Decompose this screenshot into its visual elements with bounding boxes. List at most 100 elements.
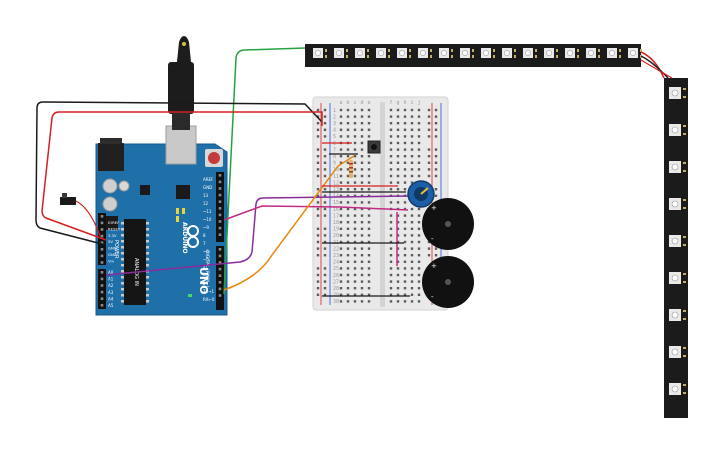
breadboard-row-number: 20 (333, 233, 339, 239)
rail-hole (434, 168, 438, 171)
slide-switch[interactable] (60, 193, 76, 205)
breadboard-hole (403, 247, 407, 250)
wire-power-red (41, 111, 323, 241)
breadboard-hole (403, 122, 407, 125)
header-pin[interactable] (100, 221, 104, 225)
buzzer-2-hole (445, 279, 451, 285)
header-pin[interactable] (100, 271, 104, 274)
header-pin[interactable] (218, 281, 222, 284)
breadboard-hole (346, 181, 350, 184)
header-pin[interactable] (100, 228, 104, 231)
header-pin[interactable] (218, 213, 222, 217)
breadboard-hole (403, 115, 407, 118)
header-pin[interactable] (100, 290, 104, 294)
rail-hole (434, 155, 438, 158)
breadboard-hole (346, 161, 350, 164)
header-pin[interactable] (218, 193, 222, 197)
breadboard-hole (403, 141, 407, 145)
header-pin[interactable] (218, 207, 222, 210)
breadboard-hole (360, 155, 364, 158)
header-pin[interactable] (218, 187, 222, 190)
header-pin[interactable] (218, 254, 222, 258)
header-pin[interactable] (100, 297, 104, 300)
breadboard-hole (410, 247, 414, 250)
breadboard-hole (417, 141, 421, 145)
breadboard-hole (360, 108, 364, 112)
header-pin[interactable] (100, 241, 104, 244)
breadboard-hole (396, 135, 400, 138)
strip-pad (683, 170, 686, 172)
analog-pin-label: A1 (108, 277, 114, 282)
breadboard-hole (389, 108, 393, 112)
breadboard-hole (403, 214, 407, 217)
breadboard-hole (360, 234, 364, 237)
reset-button[interactable] (208, 152, 220, 164)
header-pin[interactable] (100, 304, 104, 307)
breadboard-hole (403, 234, 407, 237)
breadboard-row-number: 2 (333, 114, 336, 120)
header-pin[interactable] (100, 254, 104, 258)
potentiometer[interactable] (407, 180, 435, 208)
breadboard-hole (410, 240, 414, 244)
breadboard-hole (339, 194, 343, 197)
rail-hole (323, 267, 327, 270)
header-pin[interactable] (100, 277, 104, 281)
slide-switch-knob[interactable] (62, 193, 67, 198)
breadboard-hole (410, 155, 414, 158)
breadboard-hole (396, 188, 400, 191)
strip-pixel-led (357, 50, 363, 56)
pushbutton-cap[interactable] (371, 144, 377, 150)
header-pin[interactable] (100, 248, 104, 251)
rail-hole (316, 161, 320, 164)
strip-pad (683, 281, 686, 283)
header-pin[interactable] (218, 220, 222, 223)
header-pin[interactable] (218, 174, 222, 177)
chip-pin (121, 222, 124, 225)
strip-pixel-led (315, 50, 321, 56)
analog-pin-label: A4 (108, 296, 114, 301)
breadboard-column-letter: h (404, 100, 407, 106)
header-pin[interactable] (218, 180, 222, 184)
strip-pixel-led (671, 200, 679, 208)
strip-pad (367, 55, 369, 58)
header-pin[interactable] (218, 226, 222, 230)
rail-hole (316, 148, 320, 151)
breadboard-hole (417, 115, 421, 118)
rail-hole (427, 254, 431, 257)
pushbutton[interactable] (367, 140, 381, 154)
digital-pin-label: ~6 (203, 249, 209, 254)
header-pin[interactable] (100, 215, 104, 218)
header-pin[interactable] (218, 274, 222, 277)
breadboard-hole (410, 174, 414, 178)
header-pin[interactable] (218, 248, 222, 251)
power-pin-label: IOREF (108, 220, 119, 225)
strip-pixel-led (420, 50, 426, 56)
rail-hole (323, 240, 327, 244)
breadboard-row-number: 4 (333, 128, 336, 134)
rail-hole (323, 287, 327, 290)
breadboard-hole (367, 135, 371, 138)
header-pin[interactable] (100, 261, 104, 264)
header-pin[interactable] (218, 287, 222, 291)
header-pin[interactable] (100, 284, 104, 287)
breadboard-row-number: 5 (333, 134, 336, 140)
strip-pad (535, 49, 537, 52)
breadboard-hole (410, 148, 414, 151)
breadboard-hole (396, 260, 400, 263)
header-pin[interactable] (218, 267, 222, 271)
rail-hole (427, 108, 431, 112)
header-pin[interactable] (218, 294, 222, 297)
header-pin[interactable] (100, 234, 104, 238)
breadboard-hole (417, 108, 421, 112)
strip-pixel-led (441, 50, 447, 56)
header-pin[interactable] (218, 261, 222, 264)
breadboard-hole (360, 161, 364, 164)
breadboard-hole (410, 287, 414, 290)
header-pin[interactable] (218, 200, 222, 203)
breadboard-hole (417, 234, 421, 237)
header-pin[interactable] (218, 233, 222, 236)
breadboard-hole (353, 115, 357, 118)
breadboard-hole (403, 293, 407, 296)
breadboard-hole (417, 273, 421, 277)
breadboard-hole (339, 181, 343, 184)
